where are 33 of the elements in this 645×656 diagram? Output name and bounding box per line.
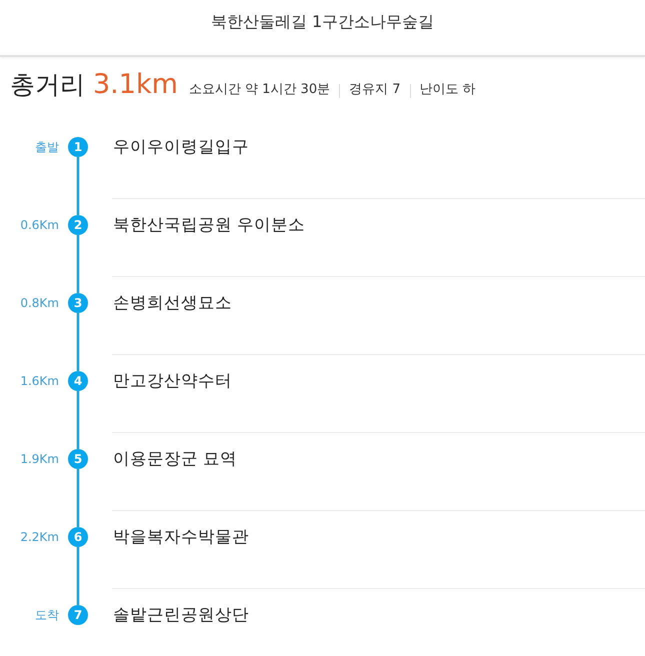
stop-number-marker: 3 — [68, 293, 88, 313]
stop-number-marker: 6 — [68, 527, 88, 547]
difficulty-text: 난이도 하 — [420, 81, 476, 98]
distance-label: 0.8Km — [20, 295, 59, 311]
route-line — [76, 313, 80, 371]
stop-number-marker: 7 — [68, 605, 88, 625]
total-distance-value: 3.1km — [93, 69, 178, 100]
stop-name: 이용문장군 묘역 — [113, 448, 238, 470]
stop-name: 만고강산약수터 — [113, 370, 232, 392]
stop-number-marker: 1 — [68, 137, 88, 157]
stop-name: 솔밭근린공원상단 — [113, 604, 249, 626]
route-line — [76, 235, 80, 293]
distance-label: 0.6Km — [20, 217, 59, 233]
distance-label: 출발 — [35, 139, 59, 155]
duration-text: 소요시간 약 1시간 30분 — [188, 81, 330, 98]
stop-name: 북한산국립공원 우이분소 — [113, 214, 306, 236]
total-distance-label: 총거리 — [10, 69, 85, 101]
distance-label: 1.6Km — [20, 373, 59, 389]
stop-number-marker: 2 — [68, 215, 88, 235]
route-line — [76, 547, 80, 605]
stop-name: 우이우이령길입구 — [113, 136, 249, 158]
stop-name: 박을복자수박물관 — [113, 526, 249, 548]
stop-count-text: 경유지 7 — [349, 81, 401, 98]
route-line — [76, 469, 80, 527]
distance-label: 2.2Km — [20, 529, 59, 545]
distance-label: 도착 — [35, 607, 59, 623]
distance-label: 1.9Km — [20, 451, 59, 467]
route-line — [76, 157, 80, 215]
stop-number-marker: 5 — [68, 449, 88, 469]
route-line — [76, 391, 80, 449]
page-title: 북한산둘레길 1구간소나무숲길 — [210, 11, 434, 33]
stop-name: 손병희선생묘소 — [113, 292, 232, 314]
stop-number-marker: 4 — [68, 371, 88, 391]
